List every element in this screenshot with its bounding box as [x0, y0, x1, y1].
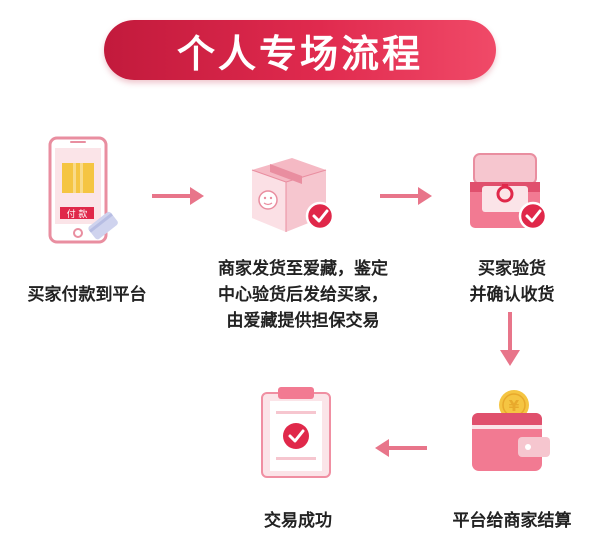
arrow-down: [498, 312, 522, 366]
title-banner: 个人专场流程: [104, 20, 496, 80]
step-label-3: 买家验货 并确认收货: [469, 259, 555, 305]
step-label-1: 买家付款到平台: [27, 285, 147, 305]
page-title: 个人专场流程: [176, 31, 423, 76]
wallet-coin-icon: ¥: [462, 385, 557, 480]
step-label-4: 平台给商家结算: [452, 511, 572, 531]
arrow-right-1: [152, 185, 204, 207]
clipboard-check-icon: [256, 385, 336, 480]
pay-button-text: 付 款: [67, 208, 88, 220]
step-label-5: 交易成功: [264, 511, 332, 531]
phone-pay-icon: 付 款: [42, 135, 132, 250]
svg-text:¥: ¥: [509, 397, 520, 415]
arrow-right-2: [380, 185, 432, 207]
ring-box-icon: [462, 150, 552, 235]
arrow-left: [375, 437, 427, 459]
step-label-2: 商家发货至爱藏，鉴定 中心验货后发给买家， 由爱藏提供担保交易: [218, 259, 388, 331]
package-box-icon: [244, 150, 339, 240]
